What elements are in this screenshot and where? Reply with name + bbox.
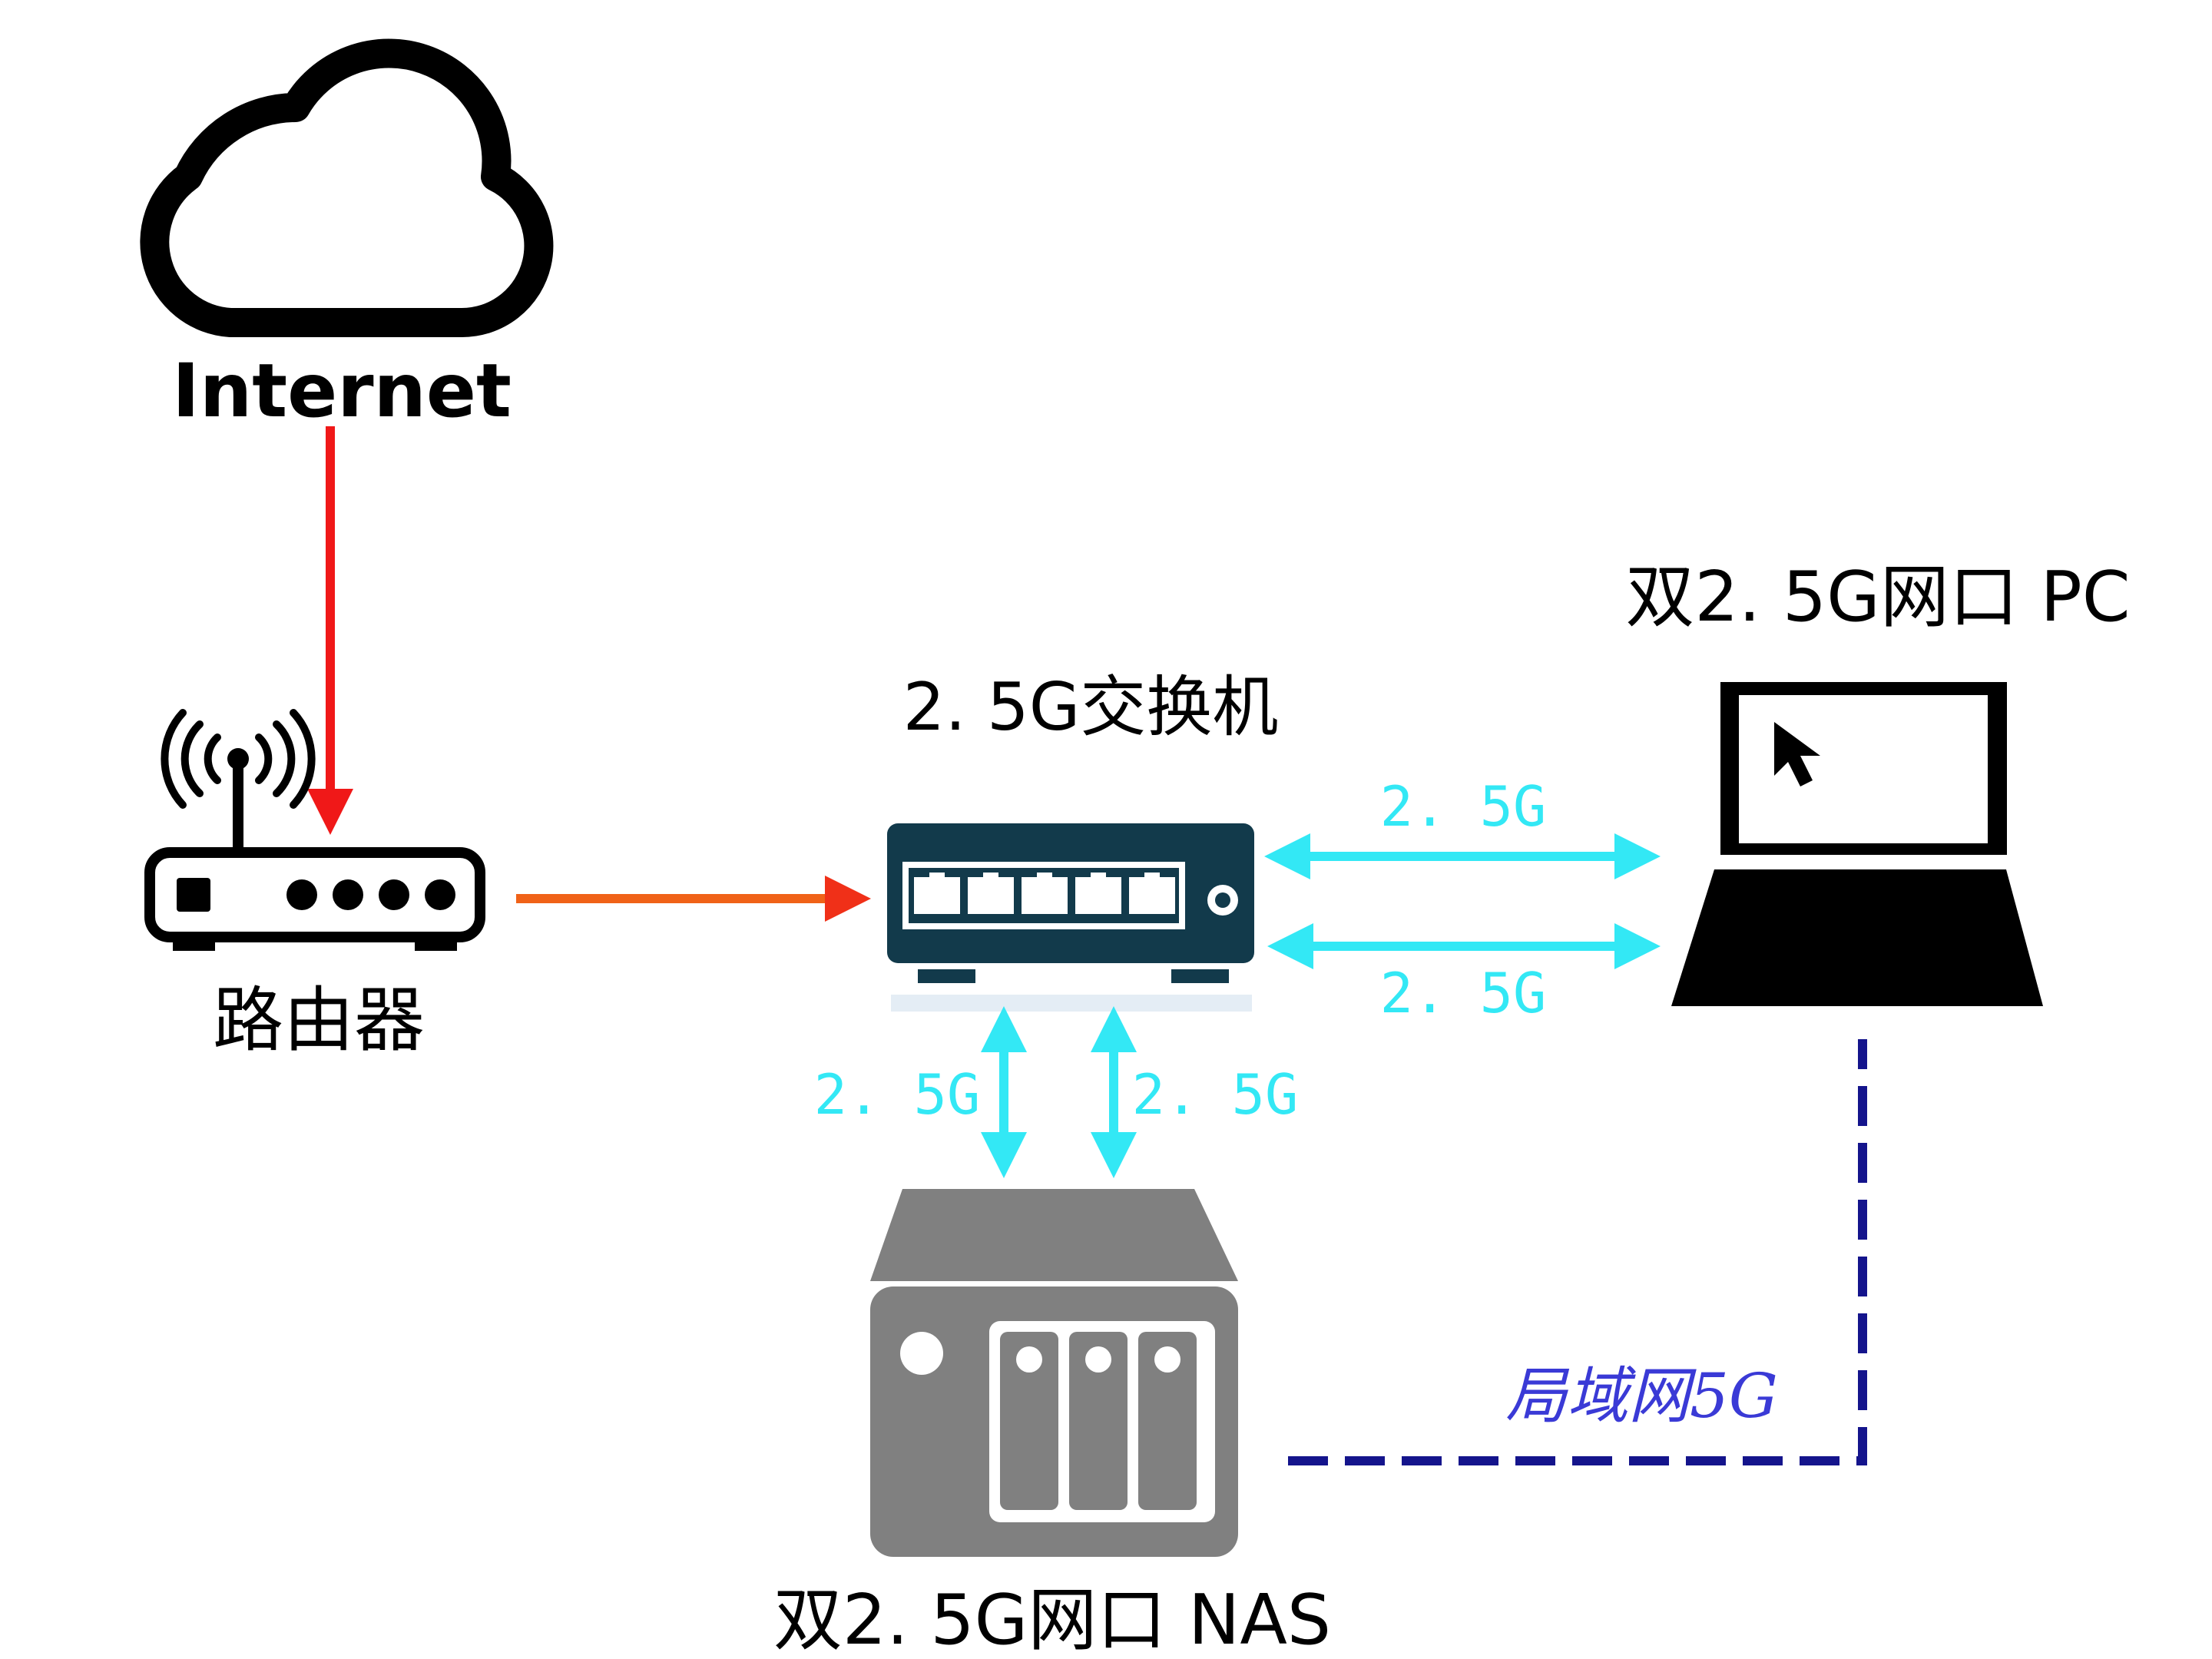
pc-lower-speed-label: 2. 5G: [1380, 961, 1547, 1025]
internet-label: Internet: [172, 348, 512, 434]
pc-label: 双2. 5G网口 PC: [1625, 557, 2130, 637]
switch-label: 2. 5G交换机: [903, 669, 1279, 746]
router-icon: [144, 709, 485, 951]
nas-icon: [870, 1189, 1238, 1557]
switch-icon: [887, 823, 1254, 1012]
laptop-icon: [1671, 682, 2043, 1006]
switch-ports: [914, 873, 1175, 914]
lan-link-dashed: [1288, 1039, 1867, 1465]
nas-label: 双2. 5G网口 NAS: [773, 1580, 1331, 1659]
pc-upper-speed-label: 2. 5G: [1380, 774, 1547, 839]
nas-right-speed-label: 2. 5G: [1132, 1062, 1299, 1127]
lan-label: 局域网5G: [1505, 1360, 1778, 1432]
router-label: 路由器: [213, 979, 425, 1061]
nas-left-speed-label: 2. 5G: [814, 1062, 981, 1127]
cloud-icon: [140, 38, 554, 338]
